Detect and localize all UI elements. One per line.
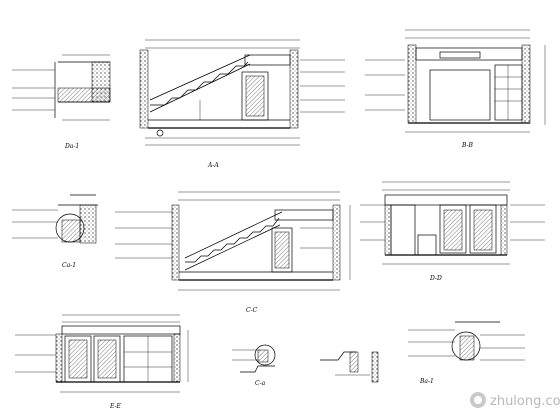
elevation-4-caption: D-D bbox=[429, 275, 442, 282]
elevation-3: C-C bbox=[115, 191, 351, 314]
elevation-2: B-B bbox=[365, 29, 546, 149]
detail-d-caption: Ba-1 bbox=[419, 378, 434, 385]
elevation-1: A-A bbox=[139, 39, 345, 169]
elevation-1-caption: A-A bbox=[207, 162, 219, 169]
watermark: zhulong.com bbox=[470, 392, 560, 409]
detail-b-caption: Ca-1 bbox=[62, 262, 76, 269]
elevation-5-caption: E-E bbox=[109, 403, 122, 410]
detail-d-section: Ba-1 bbox=[408, 321, 525, 385]
elevation-2-caption: B-B bbox=[461, 142, 474, 149]
detail-a-section: Da-1 bbox=[12, 54, 111, 150]
elevation-5: E-E bbox=[15, 314, 189, 410]
detail-c-caption: C-a bbox=[255, 380, 266, 387]
detail-a-caption: Da-1 bbox=[64, 143, 79, 150]
zhulong-logo-icon bbox=[470, 392, 486, 408]
elevation-4: D-D bbox=[360, 181, 545, 282]
detail-b-section: Ca-1 bbox=[12, 194, 98, 269]
detail-c-section: C-a bbox=[232, 344, 379, 387]
elevation-3-caption: C-C bbox=[246, 307, 258, 314]
watermark-text: zhulong.com bbox=[490, 394, 560, 409]
